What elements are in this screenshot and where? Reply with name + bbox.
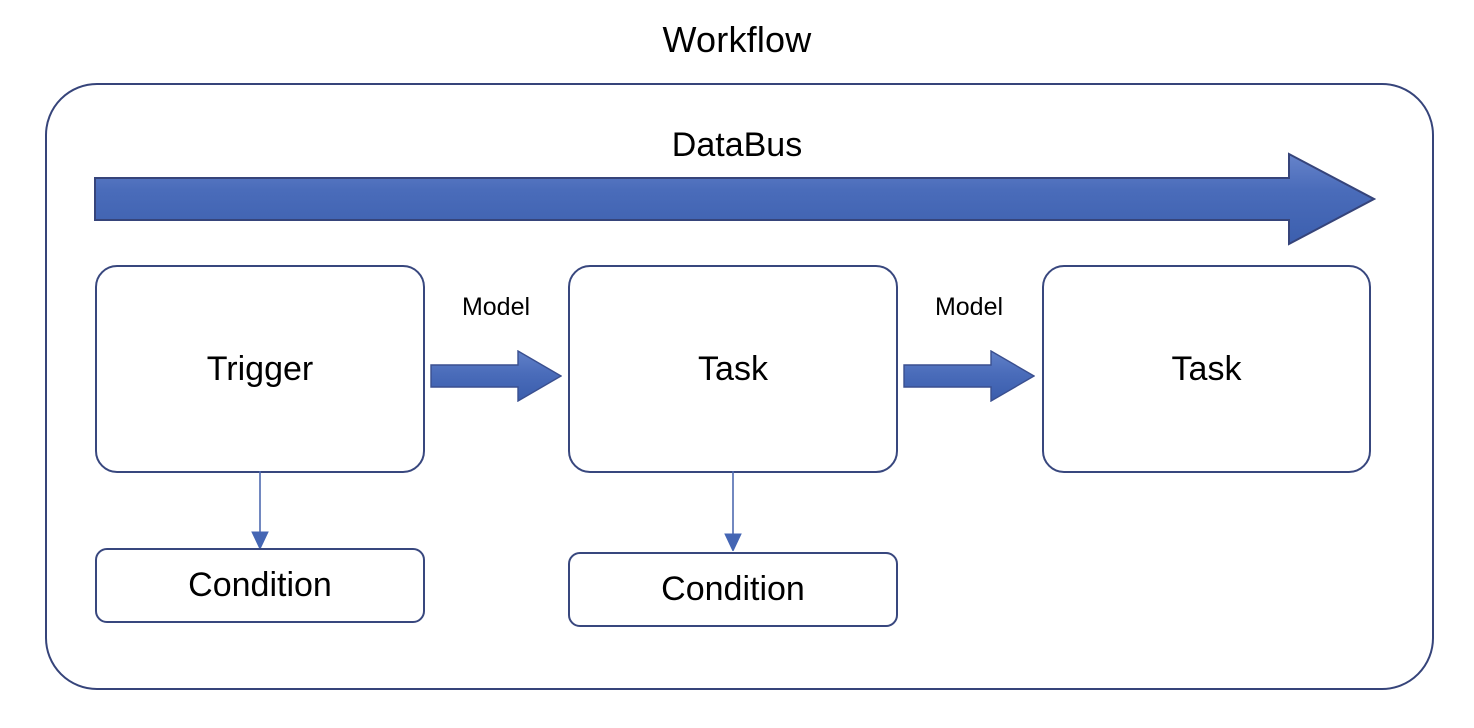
- node-condition-1[interactable]: Condition: [95, 548, 425, 623]
- flow-1-arrow: [430, 349, 563, 403]
- node-task-1-label: Task: [698, 349, 768, 388]
- node-task-1[interactable]: Task: [568, 265, 898, 473]
- page-title: Workflow: [662, 19, 812, 60]
- node-task-2-label: Task: [1171, 349, 1242, 388]
- node-trigger-label: Trigger: [206, 349, 314, 388]
- node-task-2[interactable]: Task: [1042, 265, 1371, 473]
- flow-2-arrow: [903, 349, 1036, 403]
- workflow-container: [45, 83, 1434, 690]
- flow-2-label: Model: [934, 293, 1004, 321]
- node-condition-2-label: Condition: [661, 570, 805, 608]
- connector-1: [247, 471, 273, 551]
- databus-arrow: [93, 152, 1377, 246]
- flow-1-label: Model: [461, 293, 531, 321]
- databus-label: DataBus: [671, 126, 803, 164]
- node-trigger[interactable]: Trigger: [95, 265, 425, 473]
- node-condition-2[interactable]: Condition: [568, 552, 898, 627]
- connector-2: [720, 471, 746, 553]
- node-condition-1-label: Condition: [188, 566, 332, 604]
